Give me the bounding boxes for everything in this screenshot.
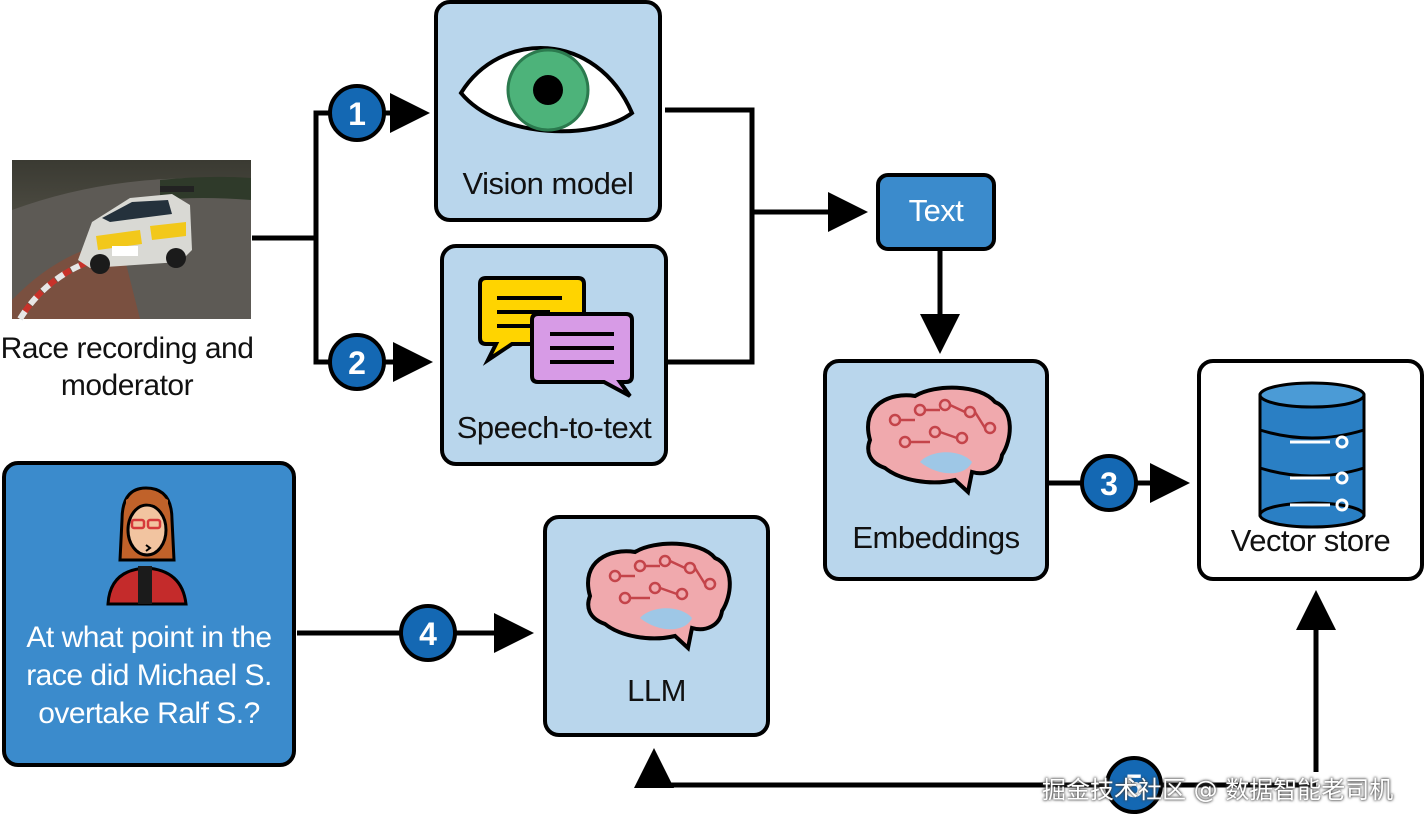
text-box [876,173,996,251]
step-1-circle: 1 [328,84,386,142]
llm-label: LLM [627,673,686,708]
step-3-circle: 3 [1080,454,1138,512]
step-4-label: 4 [419,616,437,652]
brain-icon-llm [586,541,732,652]
database-icon [1258,381,1366,529]
step-1-label: 1 [348,96,366,132]
race-photo [12,160,251,321]
vector-store-label: Vector store [1230,523,1391,558]
step-4-circle: 4 [399,604,457,662]
step-circles: 1 2 3 4 5 [328,84,1163,814]
eye-icon [458,46,635,134]
watermark-text: 掘金技术社区 @ 数据智能老司机 [1042,776,1394,804]
step-2-label: 2 [348,345,366,381]
person-icon [106,486,188,606]
vision-model-label: Vision model [462,166,634,201]
text-label: Text [908,193,964,228]
speech-to-text-label: Speech-to-text [456,410,652,445]
step-2-circle: 2 [328,333,386,391]
step-5-label: 5 [1125,768,1143,804]
embeddings-label: Embeddings [852,520,1020,555]
chat-bubbles-icon [478,276,634,398]
step-5-circle: 5 [1105,756,1163,814]
question-box [2,461,296,767]
step-3-label: 3 [1100,466,1118,502]
brain-icon-embeddings [866,385,1012,496]
question-text: At what point in the race did Michael S.… [26,621,272,730]
connector-lines [252,93,1336,788]
race-source-label: Race recording and moderator [0,332,254,402]
